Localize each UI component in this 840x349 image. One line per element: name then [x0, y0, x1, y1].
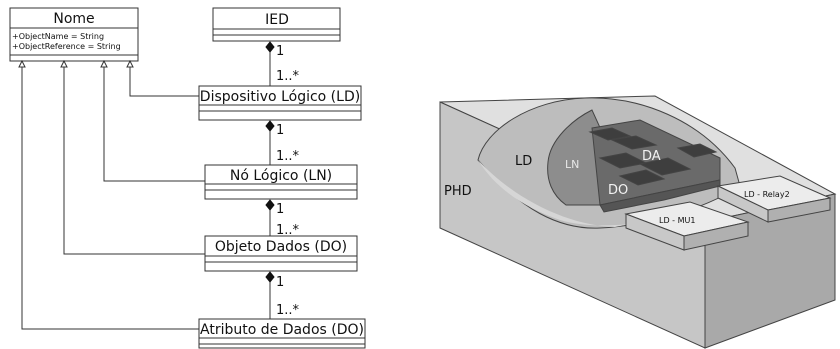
association-ld-ln: 1 1..* — [265, 120, 300, 165]
inheritance-arrow-icon — [60, 59, 68, 68]
composition-diamond-icon — [265, 199, 275, 211]
inheritance-arrow-icon — [100, 59, 108, 68]
class-title-ld: Dispositivo Lógico (LD) — [200, 89, 360, 105]
label-ld-mu1: LD - MU1 — [659, 216, 695, 225]
label-ln: LN — [565, 158, 579, 171]
generalization-ln — [100, 59, 205, 182]
multiplicity-one: 1 — [276, 275, 284, 290]
uml-class-ld: Dispositivo Lógico (LD) — [198, 85, 362, 121]
class-title-do: Objeto Dados (DO) — [215, 239, 347, 255]
class-attribute: +ObjectReference = String — [12, 42, 121, 51]
uml-diagram: Nome +ObjectName = String +ObjectReferen… — [9, 7, 366, 349]
multiplicity-many: 1..* — [276, 303, 300, 318]
multiplicity-one: 1 — [276, 44, 284, 59]
multiplicity-one: 1 — [276, 123, 284, 138]
class-title-nome: Nome — [53, 11, 94, 27]
class-title-ied: IED — [265, 12, 289, 28]
multiplicity-many: 1..* — [276, 223, 300, 238]
association-ied-ld: 1 1..* — [265, 41, 300, 86]
class-title-ln: Nó Lógico (LN) — [230, 168, 332, 184]
uml-class-ied: IED — [212, 7, 341, 42]
generalization-do — [60, 59, 205, 255]
uml-class-da: Atributo de Dados (DO) — [198, 318, 366, 349]
ld-relay2-block — [716, 175, 832, 223]
composition-diamond-icon — [265, 271, 275, 283]
ld-mu1-block — [624, 201, 750, 251]
composition-diamond-icon — [265, 41, 275, 53]
class-title-da: Atributo de Dados (DO) — [200, 322, 364, 338]
association-ln-do: 1 1..* — [265, 199, 300, 238]
hierarchy-3d-model: PHD LD LN DO DA LD - MU1 LD - Relay2 — [439, 95, 837, 349]
label-da: DA — [642, 149, 661, 164]
uml-class-nome: Nome +ObjectName = String +ObjectReferen… — [9, 7, 139, 62]
label-ld-relay2: LD - Relay2 — [744, 190, 790, 199]
generalization-da — [18, 59, 199, 330]
association-do-da: 1 1..* — [265, 271, 300, 319]
uml-class-ln: Nó Lógico (LN) — [204, 164, 358, 200]
do-da-tray — [588, 119, 721, 213]
multiplicity-one: 1 — [276, 202, 284, 217]
label-phd: PHD — [444, 184, 472, 199]
composition-diamond-icon — [265, 120, 275, 132]
inheritance-arrow-icon — [126, 59, 134, 68]
class-attribute: +ObjectName = String — [12, 32, 104, 41]
generalization-ld — [126, 59, 199, 97]
label-ld: LD — [515, 154, 532, 169]
label-do: DO — [608, 183, 628, 198]
inheritance-arrow-icon — [18, 59, 26, 68]
multiplicity-many: 1..* — [276, 69, 300, 84]
multiplicity-many: 1..* — [276, 149, 300, 164]
uml-class-do: Objeto Dados (DO) — [204, 235, 358, 272]
